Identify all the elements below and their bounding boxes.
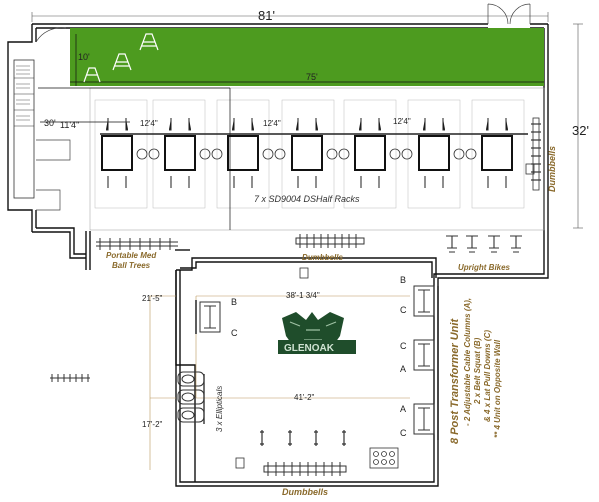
overall-width-dimension	[31, 12, 549, 22]
lower-depth-label: 17'-2"	[142, 420, 163, 429]
racks-label: 7 x SD9004 DSHalf Racks	[254, 194, 360, 204]
mid-width-label: 38'-1 3/4"	[286, 291, 320, 300]
half-rack-3	[227, 118, 259, 188]
half-rack-1	[101, 118, 133, 188]
transformer-line1: - 2 Adjustable Cable Columns (A),	[463, 298, 472, 426]
turf-dimensions	[70, 34, 544, 86]
transformer-line4: ** 4 Unit on Opposite Wall	[493, 339, 502, 438]
glenoak-logo	[278, 312, 356, 354]
kettlebell-stand	[369, 447, 399, 469]
small-box-center	[299, 267, 309, 279]
plate-rack-outside	[50, 374, 90, 382]
dumbbell-rack-bottom	[263, 462, 347, 476]
med-ball-label-line1: Portable Med	[106, 251, 157, 260]
letter-c-right-3: C	[400, 428, 407, 438]
letter-a-right-1: A	[400, 364, 406, 374]
double-door	[487, 3, 531, 25]
glenoak-logo-text: GLENOAK	[284, 343, 335, 354]
lower-bench-stations	[260, 430, 346, 446]
rack-gap-label-a: 12'4"	[140, 119, 158, 128]
ellipticals	[177, 371, 205, 424]
transformer-title: 8 Post Transformer Unit	[449, 318, 461, 444]
rack-gap-label-c: 12'4"	[393, 117, 411, 126]
half-rack-4	[291, 118, 323, 188]
small-box-lower	[235, 457, 245, 469]
rack-zone-dimensions	[38, 87, 231, 230]
overall-depth-dimension	[573, 23, 583, 229]
turf-depth-label: 10'	[78, 52, 90, 62]
med-ball-label-line2: Ball Trees	[112, 261, 151, 270]
transformer-line2: 2 x Belt Squat (B)	[473, 337, 482, 405]
overall-depth-label: 32'	[572, 123, 589, 138]
letter-a-right-2: A	[400, 404, 406, 414]
ellipticals-label: 3 x Ellipticals	[215, 386, 224, 432]
sled-icons	[83, 33, 159, 83]
lower-width-label: 41'-2"	[294, 393, 315, 402]
half-rack-6	[418, 118, 450, 188]
half-racks	[101, 118, 513, 188]
dumbbells-bottom-label: Dumbbells	[282, 487, 328, 497]
med-ball-trees	[96, 238, 178, 250]
letter-b-right: B	[400, 275, 406, 285]
letter-b-left: B	[231, 297, 237, 307]
half-rack-7	[481, 118, 513, 188]
upright-bikes-label: Upright Bikes	[458, 263, 511, 272]
half-rack-2	[164, 118, 196, 188]
dumbbell-rack-right	[525, 117, 541, 191]
overall-width-label: 81'	[258, 8, 275, 23]
transformer-left	[195, 300, 221, 334]
transformer-right	[413, 285, 439, 440]
rack-gap-label-b: 12'4"	[263, 119, 281, 128]
dumbbells-top-label: Dumbbells	[302, 253, 343, 262]
turf-strip	[70, 28, 544, 86]
transformer-line3: & 4 x Lat Pull Downs (C)	[483, 330, 492, 422]
turf-width-label: 75'	[306, 72, 318, 82]
building-walls	[7, 23, 549, 487]
rack-zone	[89, 87, 545, 231]
dim-30-label: 30'	[44, 118, 56, 128]
left-storage-room	[13, 27, 71, 211]
dumbbell-rack-top	[295, 234, 365, 248]
letter-c-left: C	[231, 328, 238, 338]
half-rack-5	[354, 118, 386, 188]
letter-c-right-2: C	[400, 341, 407, 351]
plate-storage	[136, 148, 477, 160]
transformer-notes: 8 Post Transformer Unit - 2 Adjustable C…	[449, 298, 502, 444]
left-depth-label: 21'-5"	[142, 294, 163, 303]
dim-11-label: 11'4"	[60, 120, 79, 130]
letter-c-right-1: C	[400, 305, 407, 315]
upright-bikes	[446, 235, 522, 253]
dumbbells-right-label: Dumbbells	[547, 146, 557, 192]
